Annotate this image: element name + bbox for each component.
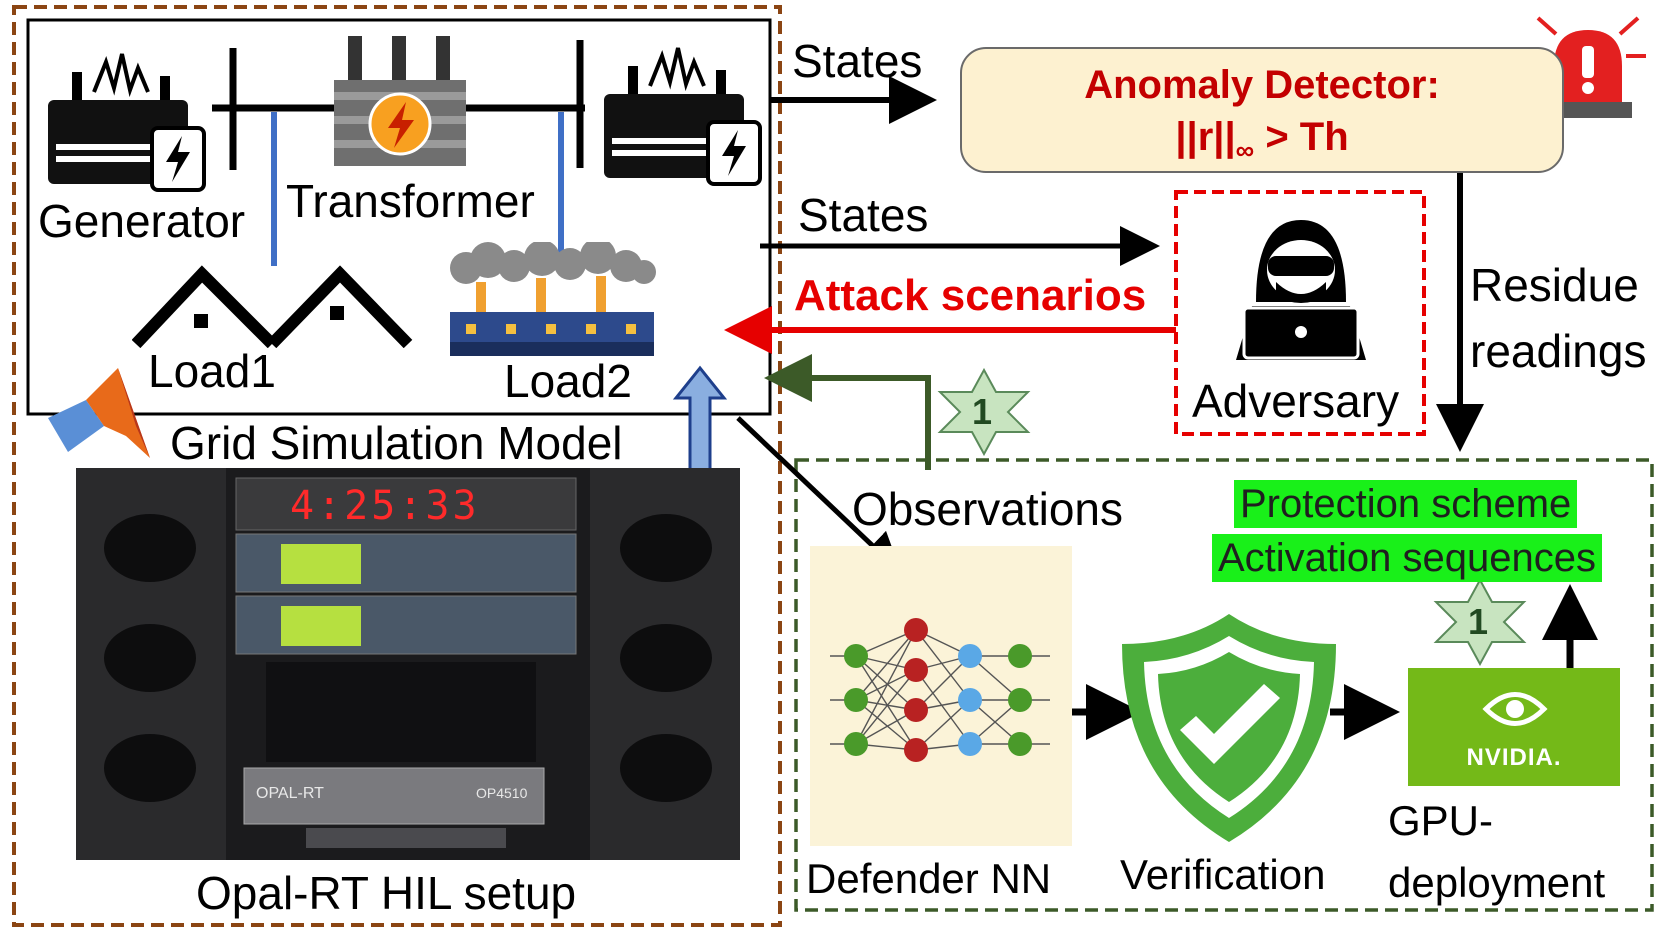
transformer-icon <box>334 36 466 166</box>
step-badge-left-icon <box>937 368 1031 456</box>
step-badge-right-icon <box>1433 578 1527 666</box>
observations-label: Observations <box>852 483 1124 535</box>
residue-label-line2: readings <box>1470 325 1647 377</box>
defender-nn-panel <box>810 546 1072 846</box>
alarm-light-icon <box>1530 16 1646 118</box>
generator-icon <box>48 53 206 192</box>
hil-display-value: 4:25:33 <box>290 483 480 529</box>
factory-icon <box>450 242 656 356</box>
formula-norm: ||r|| <box>1175 115 1236 159</box>
generator-icon-right <box>604 47 762 186</box>
protection-line2: Activation sequences <box>1212 534 1603 582</box>
defender-frame <box>794 458 1654 912</box>
verification-label: Verification <box>1120 851 1326 898</box>
defender-nn-label: Defender NN <box>806 855 1052 902</box>
gpu-label-line2: deployment <box>1388 859 1606 906</box>
nvidia-brand: NVIDIA. <box>1466 744 1562 771</box>
houses-icon <box>132 265 413 348</box>
hil-outer-frame <box>12 5 782 927</box>
step-badge-right-label: 1 <box>1468 601 1489 642</box>
shield-check-icon <box>1122 614 1336 842</box>
gpu-label-line1: GPU- <box>1388 797 1493 844</box>
load1-label: Load1 <box>148 345 276 397</box>
grid-model-title: Grid Simulation Model <box>170 417 623 469</box>
formula-threshold: > Th <box>1254 115 1349 159</box>
nvidia-gpu-box: NVIDIA. <box>1408 668 1620 786</box>
generator-label: Generator <box>38 195 246 247</box>
formula-subscript: ∞ <box>1235 135 1255 165</box>
adversary-label: Adversary <box>1192 375 1400 427</box>
load2-label: Load2 <box>504 355 632 407</box>
protection-line1: Protection scheme <box>1234 480 1578 528</box>
attack-scenarios-label: Attack scenarios <box>794 271 1147 320</box>
step-badge-left-label: 1 <box>972 391 993 432</box>
opal-rt-hil-photo: 4:25:33 OPAL-RT OP4510 <box>76 468 740 860</box>
nvidia-eye-icon <box>1482 692 1548 726</box>
anomaly-formula: ||r||∞ > Th <box>962 115 1562 166</box>
hil-title: Opal-RT HIL setup <box>196 867 577 919</box>
states-mid-label: States <box>798 189 929 241</box>
neural-network-icon <box>830 618 1050 762</box>
states-top-label: States <box>792 35 923 87</box>
rack-model: OP4510 <box>476 785 528 801</box>
matlab-logo-icon <box>48 368 150 458</box>
rack-brand: OPAL-RT <box>256 785 324 802</box>
hacker-laptop-icon <box>1236 220 1366 360</box>
residue-label-line1: Residue <box>1470 259 1639 311</box>
adversary-frame <box>1174 190 1426 436</box>
anomaly-title: Anomaly Detector: <box>1084 63 1440 107</box>
anomaly-detector-box: Anomaly Detector: ||r||∞ > Th <box>960 47 1564 173</box>
transformer-label: Transformer <box>286 175 535 227</box>
